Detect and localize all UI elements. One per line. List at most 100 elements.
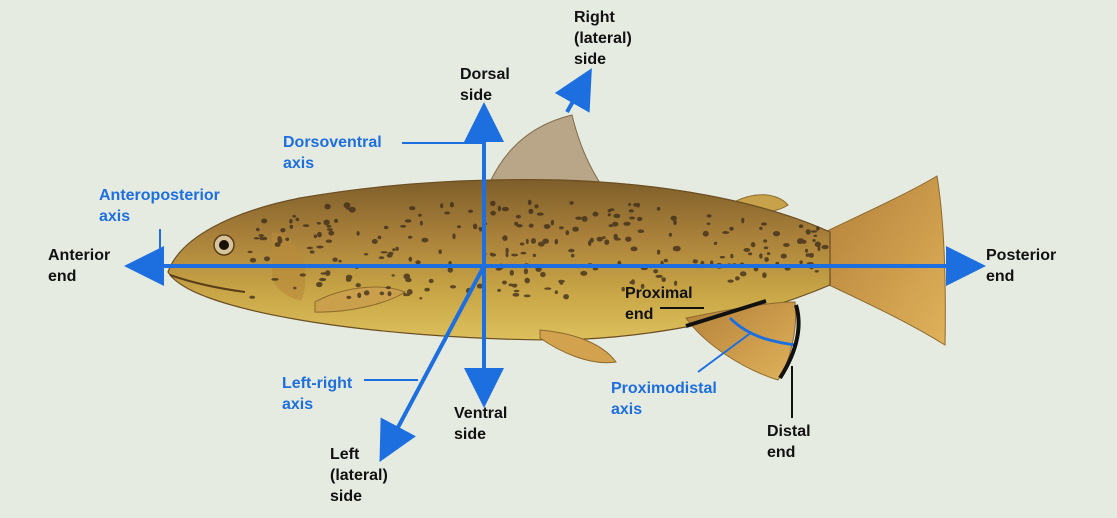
fish-spot xyxy=(326,228,333,231)
fish-spot xyxy=(565,230,570,236)
anterior-end-line-2: end xyxy=(48,268,77,285)
fish-spot xyxy=(345,274,353,280)
fish-spot xyxy=(502,235,508,241)
fish-spot xyxy=(324,270,331,276)
fish-spot xyxy=(418,213,422,217)
fish-spot xyxy=(277,236,282,242)
leader-lines xyxy=(159,142,796,381)
fish-spot xyxy=(563,294,569,300)
fish-spot xyxy=(332,257,338,262)
fish-spot xyxy=(614,237,621,241)
fish-spot xyxy=(449,201,454,208)
fish-spot xyxy=(356,231,360,236)
fish-spot xyxy=(783,243,790,247)
fish-spot xyxy=(515,214,522,219)
fish-spot xyxy=(544,287,552,290)
fish-spot xyxy=(798,224,804,228)
right-lateral-side-label: Right (lateral) side xyxy=(574,7,632,70)
dorsal-side-line-2: side xyxy=(460,87,493,104)
fish-spot xyxy=(306,246,314,250)
fish-spot xyxy=(357,292,362,299)
fish-spot xyxy=(249,257,257,263)
fish-spot xyxy=(514,221,519,226)
fish-spot xyxy=(534,204,539,209)
fish-spot xyxy=(762,272,767,279)
fish-spot xyxy=(727,279,734,283)
proximodistal-axis-label: Proximodistal axis xyxy=(611,378,717,420)
fish-spot xyxy=(263,256,271,262)
fish-spot xyxy=(428,278,434,284)
dorsoventral-line-2: axis xyxy=(283,155,315,172)
fish-spot xyxy=(519,242,525,246)
fish-spot xyxy=(637,229,645,233)
distal-end-label: Distal end xyxy=(767,421,811,463)
fish-spot xyxy=(568,248,575,253)
left-lateral-side-label: Left (lateral) side xyxy=(330,444,388,507)
fish-spot xyxy=(509,269,514,276)
fish-spot xyxy=(730,253,734,259)
fish-spot xyxy=(559,280,564,285)
fish-spot xyxy=(280,228,286,233)
fish-spot xyxy=(502,280,507,285)
fish-spot xyxy=(449,285,457,289)
fish-spot xyxy=(559,226,564,230)
fish-spot xyxy=(527,199,532,205)
fish-spot xyxy=(338,259,342,263)
fish-spot xyxy=(763,246,769,250)
fish-spot xyxy=(293,286,297,290)
fish-spot xyxy=(289,224,294,229)
fish-spot xyxy=(363,253,369,256)
fish-spot xyxy=(623,221,631,226)
fish-spot xyxy=(317,231,322,238)
fish-spot xyxy=(452,233,456,240)
fish-spot xyxy=(719,255,726,259)
fish-spot xyxy=(810,230,818,233)
fish-spot xyxy=(799,260,803,265)
fish-spot xyxy=(808,252,815,258)
fish-spot xyxy=(513,289,520,293)
fish-spot xyxy=(537,241,545,247)
fish-spot xyxy=(817,245,821,252)
fish-spot xyxy=(592,211,599,217)
fish-spot xyxy=(763,239,768,243)
fish-spot xyxy=(302,224,310,228)
fish-spot xyxy=(415,260,421,265)
fish-spot xyxy=(759,253,763,259)
fish-spot xyxy=(328,230,335,236)
anteroposterior-line-2: axis xyxy=(99,208,131,225)
fish-spot xyxy=(325,239,333,243)
dorsal-side-label: Dorsal side xyxy=(460,64,510,106)
fish-spot xyxy=(673,219,677,226)
fish-spot xyxy=(309,250,315,254)
fish-spot xyxy=(531,238,536,244)
posterior-end-line-2: end xyxy=(986,268,1015,285)
fish-spot xyxy=(326,224,332,228)
fish-spot xyxy=(528,208,534,214)
fish-spot xyxy=(391,274,395,277)
fish-spot xyxy=(554,238,559,245)
distal-end-line-1: Distal xyxy=(767,423,811,440)
fish-spot xyxy=(323,219,330,226)
fish-spot xyxy=(495,267,502,271)
fish-spot xyxy=(706,214,712,218)
fish-spot xyxy=(247,250,253,254)
fish-spot xyxy=(673,245,681,252)
fin-end-markers xyxy=(685,299,801,380)
fish-spot xyxy=(371,239,378,244)
fish-spot xyxy=(324,203,331,210)
fish-spot xyxy=(780,253,787,259)
fish-spot xyxy=(656,207,661,211)
fish-spot xyxy=(653,269,659,274)
fish-spot xyxy=(407,235,413,239)
proximal-end-line-1: Proximal xyxy=(625,285,693,302)
fish-spot xyxy=(759,226,763,230)
fish-spot xyxy=(814,241,821,248)
fish-spot xyxy=(285,237,290,241)
right-lateral-arrow xyxy=(554,68,592,113)
fish-spot xyxy=(512,292,520,297)
right-side-line-2: (lateral) xyxy=(574,30,632,47)
fish-spot xyxy=(629,216,636,220)
fish-spot xyxy=(592,267,599,271)
fish-spot xyxy=(572,226,579,232)
